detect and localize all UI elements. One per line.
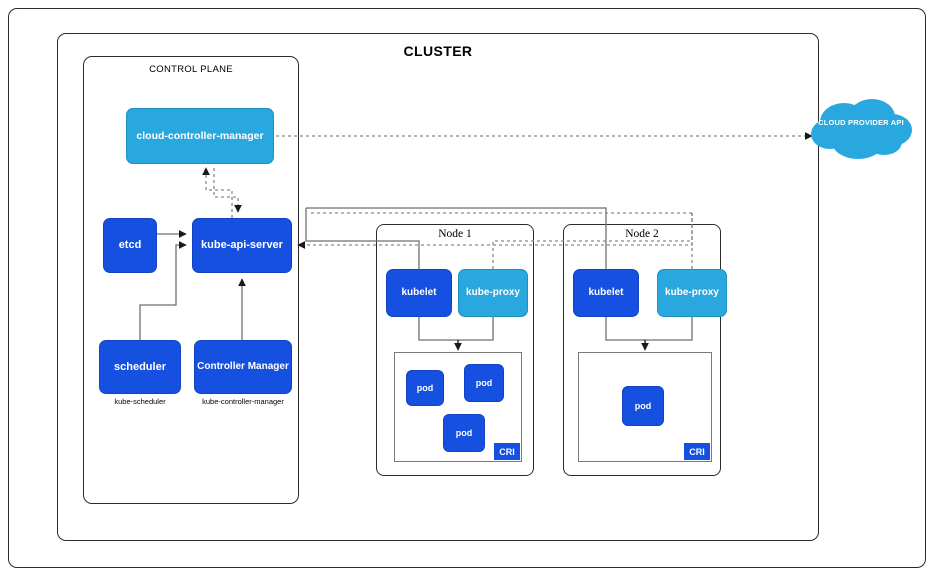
edge-node1-kubeproxy-to-cri [458,317,494,341]
node-2-container-runtime-box [578,352,712,462]
cloud-provider-api-icon[interactable] [806,92,916,164]
edge-scheduler-to-apiserver [139,241,187,340]
cluster-title: CLUSTER [403,43,473,59]
node-1-pod-1[interactable]: pod [406,370,444,406]
node-2-title: Node 2 [625,228,659,240]
node-1-pod-3[interactable]: pod [443,414,485,452]
edge-node1-kubelet-up [305,208,420,269]
scheduler-caption: kube-scheduler [114,397,166,406]
node-2-frame [563,224,721,476]
controller-manager-caption: kube-controller-manager [202,397,284,406]
edge-node2-kubelet-up [306,207,607,269]
etcd-box[interactable]: etcd [103,218,157,273]
control-plane-frame [83,56,299,504]
edge-node2-kubeproxy-to-cri [645,317,693,341]
cloud-controller-manager-box[interactable]: cloud-controller-manager [126,108,274,164]
edge-node2-kubelet-to-cri [605,317,646,346]
edge-ccm-to-apiserver [213,168,242,213]
node-1-frame [376,224,534,476]
kube-api-server-box[interactable]: kube-api-server [192,218,292,273]
edge-apiserver-to-ccm [202,167,233,218]
cluster-frame [57,33,819,541]
node-1-kubelet-box[interactable]: kubelet [386,269,452,317]
edge-kubeproxy-to-apiserver [297,213,693,249]
edge-node1-kubelet-to-cri [418,317,459,346]
node-1-cri-badge: CRI [494,443,520,460]
node-1-kube-proxy-box[interactable]: kube-proxy [458,269,528,317]
outer-boundary-frame [8,8,926,568]
control-plane-title: CONTROL PLANE [149,64,233,75]
node-1-title: Node 1 [438,228,472,240]
node-2-cri-badge: CRI [684,443,710,460]
scheduler-box[interactable]: scheduler [99,340,181,394]
node-1-pod-2[interactable]: pod [464,364,504,402]
controller-manager-box[interactable]: Controller Manager [194,340,292,394]
edge-node1-kubeproxy-up [492,213,693,269]
node-2-kubelet-box[interactable]: kubelet [573,269,639,317]
node-2-pod-1[interactable]: pod [622,386,664,426]
node-1-container-runtime-box [394,352,522,462]
node-2-kube-proxy-box[interactable]: kube-proxy [657,269,727,317]
